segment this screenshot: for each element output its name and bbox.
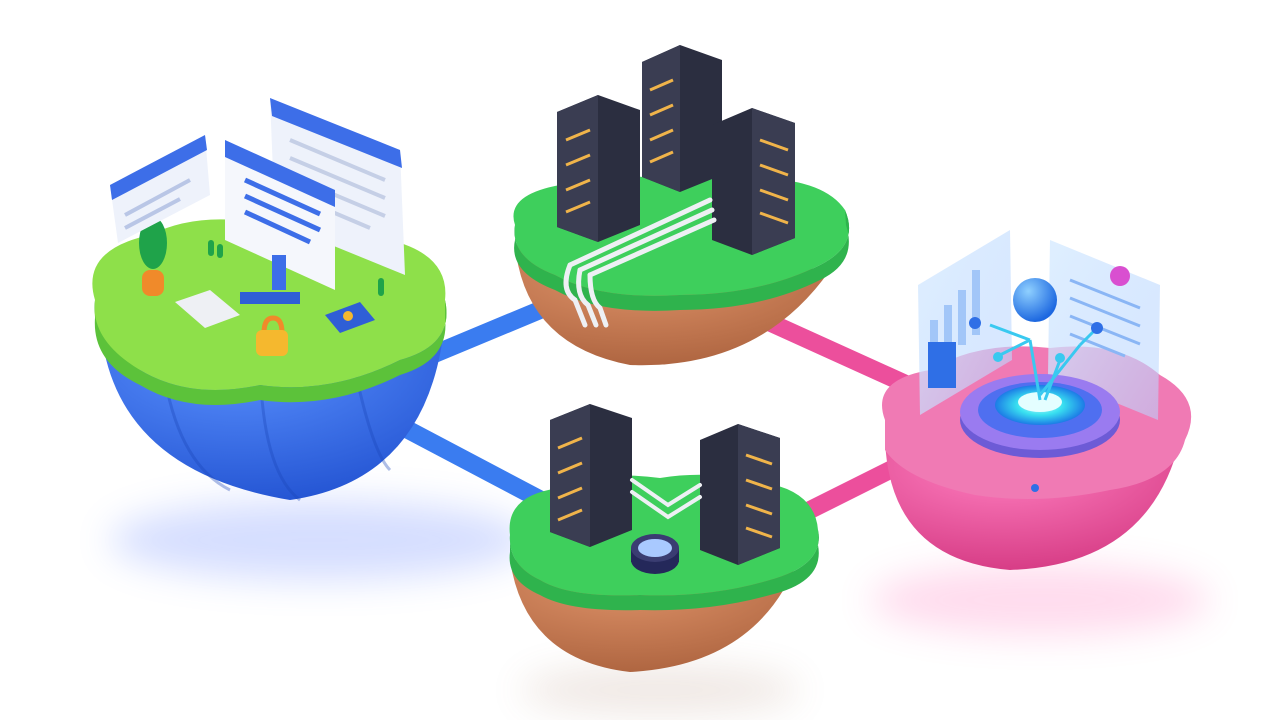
database-disk-icon xyxy=(631,534,679,574)
server-rack-icon xyxy=(642,45,722,192)
bar-chart-icon xyxy=(928,342,956,388)
client-island xyxy=(92,98,447,502)
bottom-server-island xyxy=(509,404,819,672)
blue-island-grass xyxy=(92,219,447,390)
keyboard-icon xyxy=(175,290,240,328)
cable-bundle xyxy=(563,197,717,328)
ai-island xyxy=(882,230,1192,570)
tree-icon xyxy=(139,217,167,296)
server-rack-icon xyxy=(712,108,795,255)
server-rack-icon xyxy=(557,95,640,242)
server-rack-icon xyxy=(550,404,632,547)
monitor-icon xyxy=(225,140,335,304)
document-hologram-icon xyxy=(1048,240,1160,420)
neural-orb-icon xyxy=(969,266,1130,492)
bush-icon xyxy=(208,240,214,256)
top-server-island xyxy=(513,45,850,366)
ground-shadows xyxy=(110,500,1210,715)
cable-bundle xyxy=(630,478,702,520)
browser-window-icon xyxy=(110,135,210,243)
ai-core-icon xyxy=(960,374,1120,458)
server-rack-icon xyxy=(700,424,780,565)
lock-icon xyxy=(256,315,288,356)
